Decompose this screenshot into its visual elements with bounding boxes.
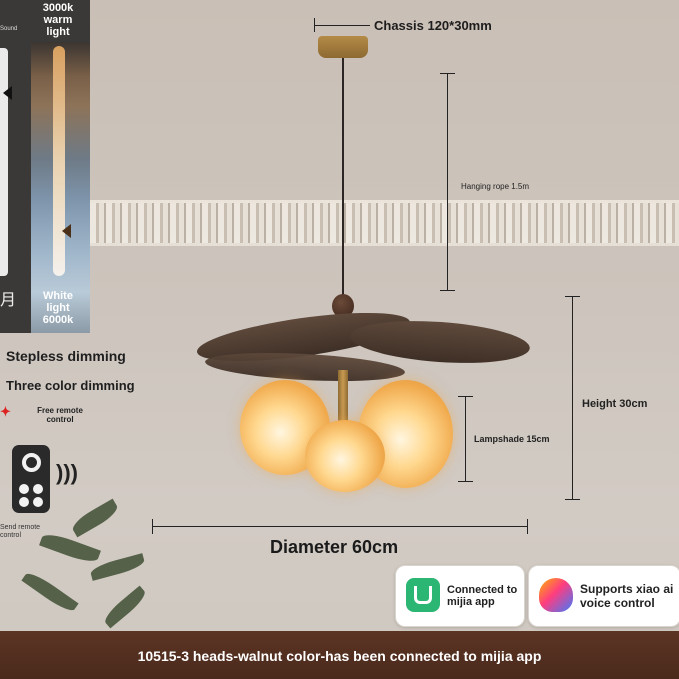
mijia-app-icon xyxy=(406,578,440,612)
lampshade-dimension-tick xyxy=(458,481,473,482)
xiaoai-assistant-icon xyxy=(539,578,573,612)
wooden-bead xyxy=(332,294,354,318)
height-dimension-tick xyxy=(565,499,580,500)
lampshade-globe-center xyxy=(305,420,385,492)
plant-leaf xyxy=(69,498,121,538)
ceiling-chassis xyxy=(318,36,368,58)
sound-label: Sound xyxy=(0,26,18,32)
three-color-dimming-text: Three color dimming xyxy=(6,378,135,393)
month-glyph: 月 xyxy=(0,292,17,309)
diameter-label: Diameter 60cm xyxy=(270,537,399,557)
footer-caption: 10515-3 heads-walnut color-has been conn… xyxy=(137,648,542,664)
height-dimension-line xyxy=(572,296,573,499)
gift-icon: ✦ xyxy=(0,404,11,419)
white-light-label: White light 6000k xyxy=(42,290,74,326)
diameter-dimension-line xyxy=(152,526,528,527)
rope-dimension-tick xyxy=(440,73,455,74)
stepless-dimming-text: Stepless dimming xyxy=(6,348,126,364)
hanging-cable xyxy=(342,58,344,298)
chassis-label: Chassis 120*30mm xyxy=(374,18,492,33)
rope-label: Hanging rope 1.5m xyxy=(461,182,530,191)
rope-dimension-line xyxy=(447,73,448,291)
color-temperature-slider[interactable] xyxy=(53,46,65,276)
wall-molding xyxy=(90,200,679,246)
free-remote-text: Free remote control xyxy=(37,406,83,424)
plant-leaf xyxy=(101,585,149,629)
xiaoai-badge: Supports xiao ai voice control xyxy=(528,565,679,627)
walnut-leaf-shade xyxy=(348,315,532,369)
warm-light-label: 3000k warm light xyxy=(42,2,74,38)
lampshade-label: Lampshade 15cm xyxy=(474,434,550,444)
lampshade-dimension-line xyxy=(465,396,466,482)
xiaoai-badge-text: Supports xiao ai voice control xyxy=(580,582,674,610)
temperature-pointer-icon[interactable] xyxy=(62,224,71,238)
brightness-pointer-icon[interactable] xyxy=(3,86,12,100)
height-label: Height 30cm xyxy=(582,398,648,410)
diameter-dimension-tick xyxy=(152,519,153,534)
signal-waves-icon: ))) xyxy=(56,460,78,485)
remote-control-icon xyxy=(12,445,50,513)
rope-dimension-tick xyxy=(440,290,455,291)
chassis-dimension-line xyxy=(314,25,370,26)
brass-stem xyxy=(338,370,348,430)
plant-leaf xyxy=(21,569,79,615)
footer-bar xyxy=(0,631,679,679)
walnut-leaf-shade xyxy=(204,348,406,386)
send-remote-text: Send remote control xyxy=(0,524,41,539)
diameter-dimension-tick xyxy=(527,519,528,534)
mijia-badge: Connected to mijia app xyxy=(395,565,525,627)
plant-leaf xyxy=(39,530,101,566)
lampshade-dimension-tick xyxy=(458,396,473,397)
brightness-track xyxy=(0,48,8,276)
height-dimension-tick xyxy=(565,296,580,297)
mijia-badge-text: Connected to mijia app xyxy=(447,584,518,608)
chassis-dimension-tick xyxy=(314,18,315,32)
